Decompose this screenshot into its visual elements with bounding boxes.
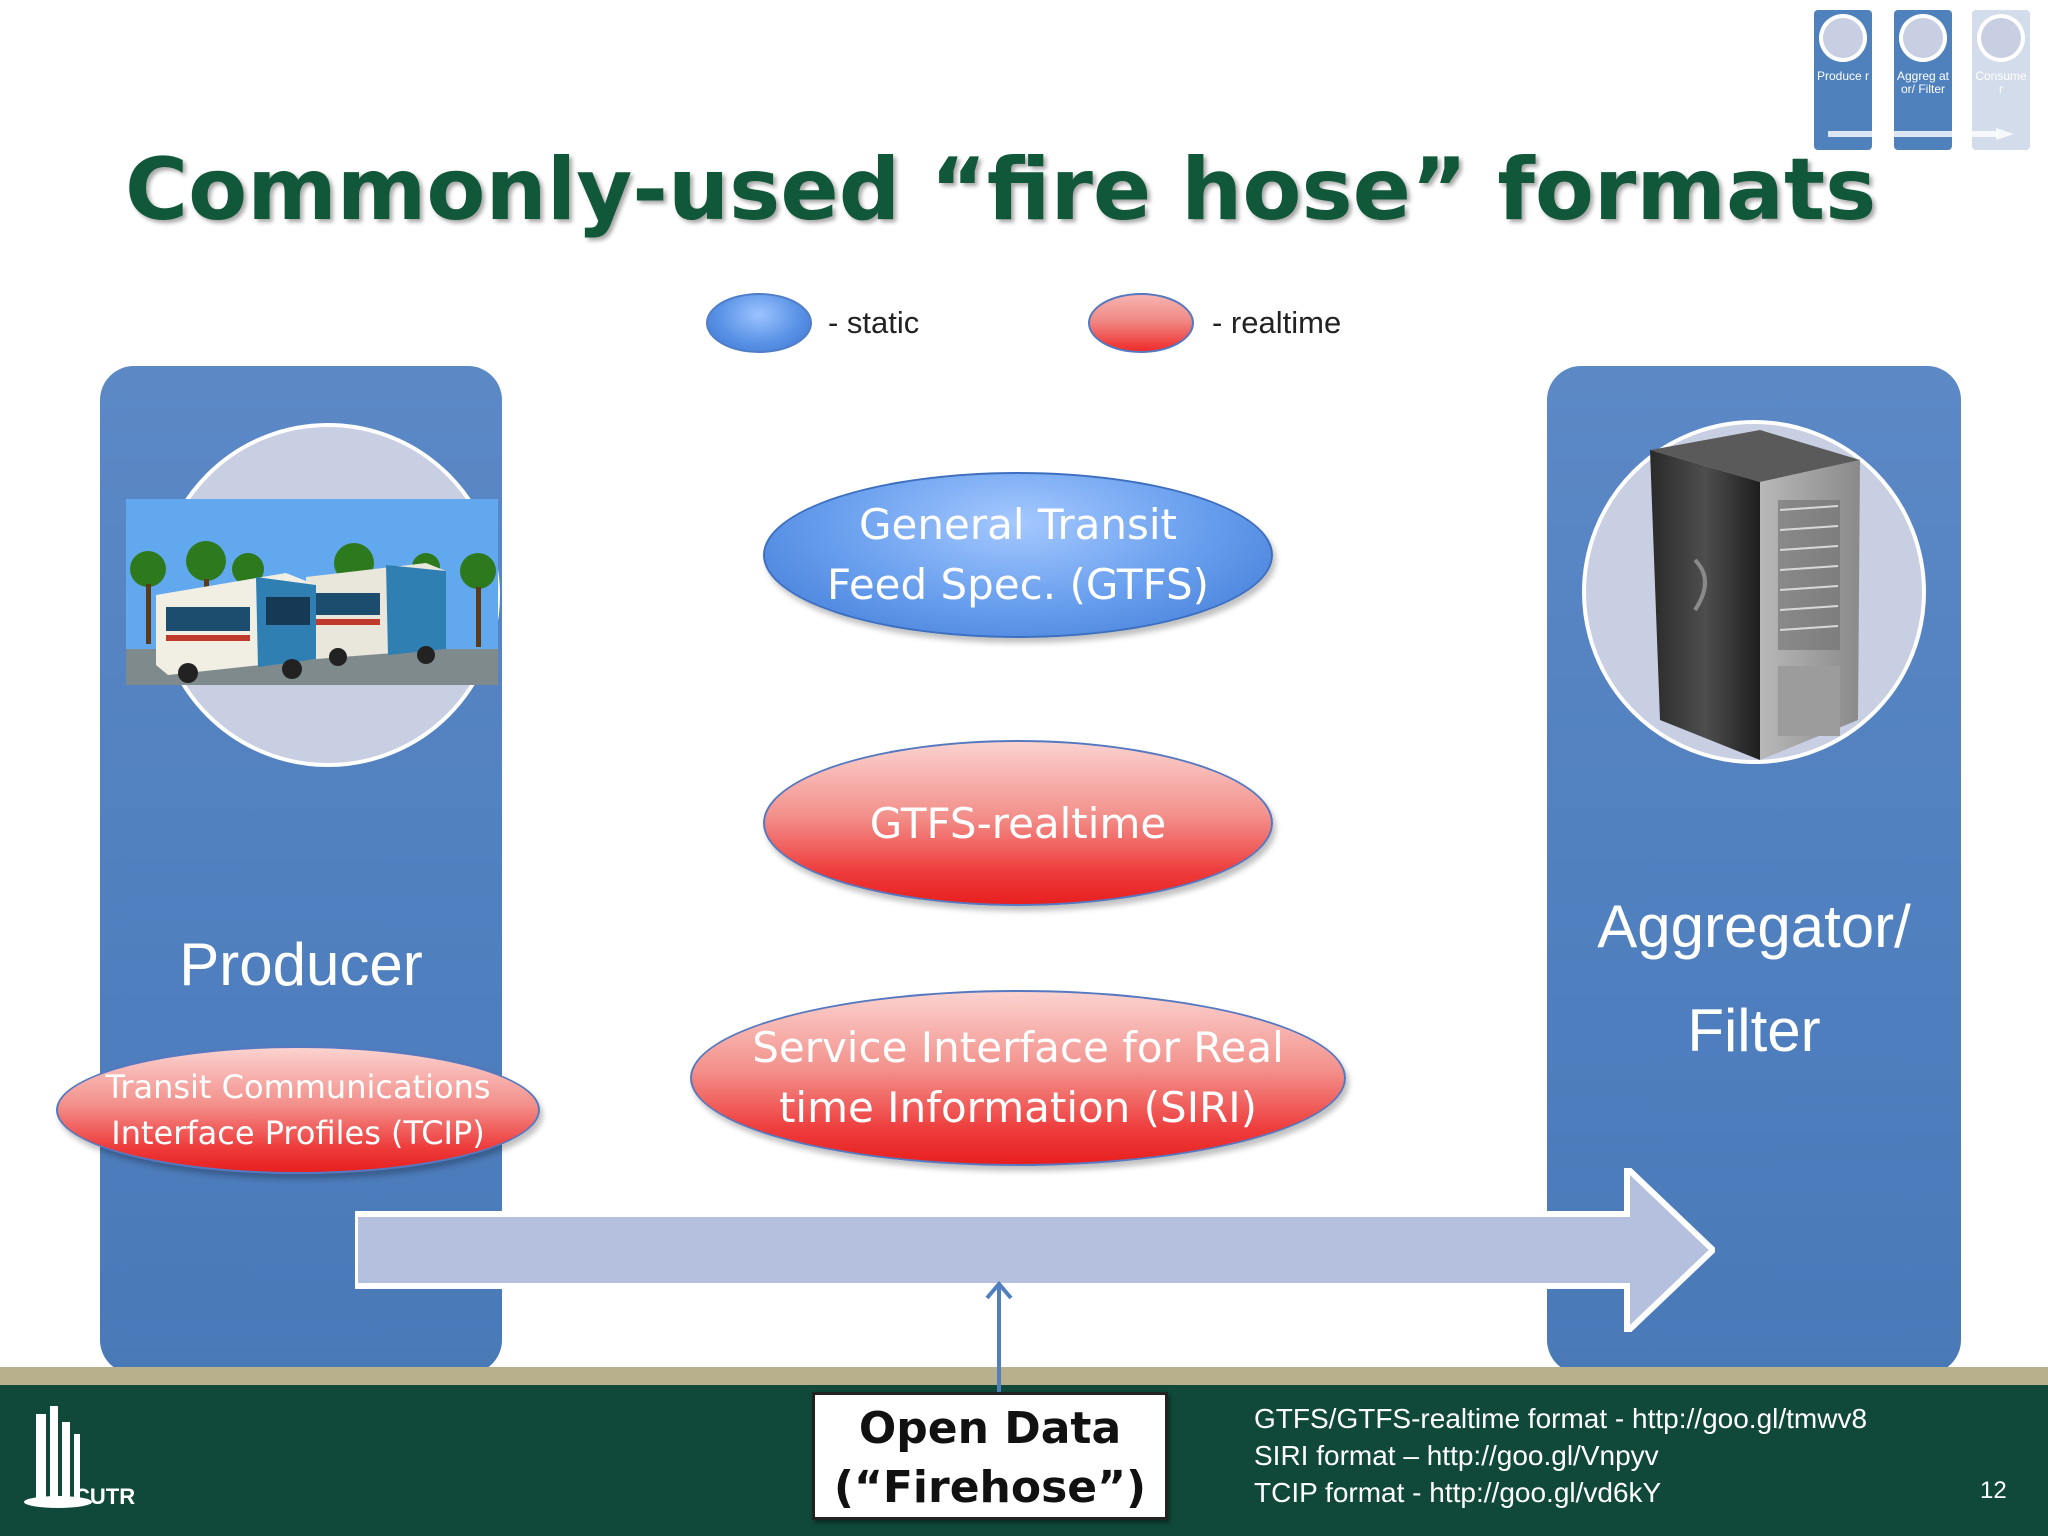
- aggregator-label-line2: Filter: [1687, 997, 1821, 1064]
- footer-accent-band: [0, 1367, 2048, 1385]
- legend-static-swatch: [706, 293, 812, 353]
- nav-step-aggregator[interactable]: Aggreg ator/ Filter: [1894, 10, 1952, 150]
- tcip-format-oval: Transit Communications Interface Profile…: [56, 1046, 540, 1174]
- page-title: Commonly-used “fire hose” formats: [125, 140, 1877, 240]
- siri-label-line2: time Information (SIRI): [778, 1083, 1258, 1132]
- siri-label-line1: Service Interface for Real: [752, 1023, 1284, 1072]
- nav-step-label: Consume r: [1975, 69, 2027, 96]
- up-arrow-icon: [985, 1280, 1013, 1392]
- gtfs-realtime-label: GTFS-realtime: [869, 798, 1167, 848]
- gtfs-realtime-format-oval: GTFS-realtime: [763, 740, 1273, 906]
- page-number: 12: [1980, 1477, 2007, 1504]
- tcip-label-line2: Interface Profiles (TCIP): [111, 1114, 485, 1152]
- legend-realtime-swatch: [1088, 293, 1194, 353]
- link-siri[interactable]: SIRI format – http://goo.gl/Vnpyv: [1254, 1440, 1659, 1471]
- gtfs-label-line2: Feed Spec. (GTFS): [826, 560, 1210, 609]
- aggregator-label: Aggregator/ Filter: [1547, 875, 1961, 1083]
- cutr-logo-icon: [24, 1406, 92, 1508]
- legend-realtime-label: - realtime: [1212, 305, 1342, 340]
- nav-step-label: Produce r: [1816, 69, 1870, 83]
- producer-label: Producer: [179, 931, 423, 998]
- nav-step-consumer[interactable]: Consume r: [1972, 10, 2030, 150]
- nav-step-dot: [1899, 14, 1947, 62]
- siri-format-oval: Service Interface for Real time Informat…: [690, 990, 1346, 1166]
- nav-step-label: Aggreg ator/ Filter: [1896, 69, 1950, 96]
- cutr-logo-text: CUTR: [74, 1484, 136, 1509]
- gtfs-label-line1: General Transit: [859, 500, 1177, 549]
- server-tower-icon: [1650, 430, 1860, 760]
- nav-step-dot: [1977, 14, 2025, 62]
- open-data-line2: (“Firehose”): [833, 1462, 1147, 1513]
- nav-step-producer[interactable]: Produce r: [1814, 10, 1872, 150]
- reference-links: GTFS/GTFS-realtime format - http://goo.g…: [1254, 1400, 1867, 1511]
- bus-illustration-icon: [126, 499, 498, 685]
- tcip-label-line1: Transit Communications: [105, 1068, 491, 1106]
- link-gtfs[interactable]: GTFS/GTFS-realtime format - http://goo.g…: [1254, 1403, 1868, 1434]
- nav-progress-arrow-icon: [1828, 128, 2014, 140]
- legend-static-label: - static: [828, 305, 920, 340]
- link-tcip[interactable]: TCIP format - http://goo.gl/vd6kY: [1254, 1477, 1662, 1508]
- gtfs-format-oval: General Transit Feed Spec. (GTFS): [763, 472, 1273, 638]
- nav-step-dot: [1819, 14, 1867, 62]
- aggregator-label-line1: Aggregator/: [1597, 893, 1911, 960]
- firehose-flow-arrow: [355, 1168, 1715, 1332]
- open-data-box: Open Data (“Firehose”): [812, 1392, 1168, 1520]
- open-data-line1: Open Data: [858, 1403, 1122, 1454]
